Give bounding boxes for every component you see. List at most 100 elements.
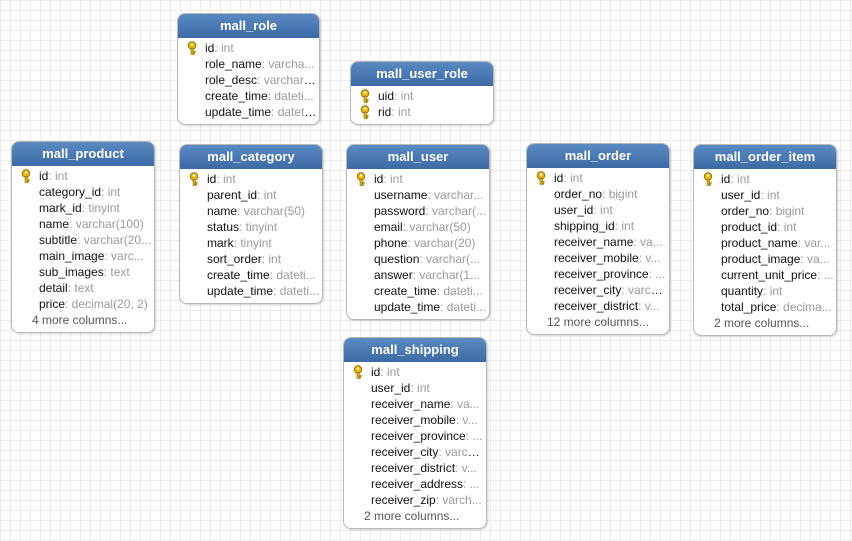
column-row[interactable]: id: int xyxy=(12,168,154,184)
column-type: : varch... xyxy=(438,445,485,459)
column-row[interactable]: id: int xyxy=(347,171,489,187)
column-name: user_id xyxy=(721,188,761,202)
column-row[interactable]: question: varchar(... xyxy=(347,251,489,267)
column-row[interactable]: id: int xyxy=(178,40,319,56)
column-row[interactable]: receiver_city: varch... xyxy=(527,282,669,298)
column-row[interactable]: subtitle: varchar(20... xyxy=(12,232,154,248)
column-row[interactable]: receiver_district: v... xyxy=(344,460,486,476)
column-row[interactable]: password: varchar(... xyxy=(347,203,489,219)
column-row[interactable]: create_time: dateti... xyxy=(178,88,319,104)
column-row[interactable]: receiver_name: va... xyxy=(344,396,486,412)
column-type: : varchar(50) xyxy=(402,220,471,234)
column-row[interactable]: quantity: int xyxy=(694,283,836,299)
column-row[interactable]: role_name: varcha... xyxy=(178,56,319,72)
column-row[interactable]: receiver_city: varch... xyxy=(344,444,486,460)
column-row[interactable]: user_id: int xyxy=(344,380,486,396)
column-row[interactable]: receiver_zip: varch... xyxy=(344,492,486,508)
column-row[interactable]: receiver_name: va... xyxy=(527,234,669,250)
column-row[interactable]: email: varchar(50) xyxy=(347,219,489,235)
column-row[interactable]: name: varchar(50) xyxy=(180,203,322,219)
column-type: : int xyxy=(216,172,236,186)
column-row[interactable]: product_id: int xyxy=(694,219,836,235)
primary-key-icon xyxy=(359,89,371,103)
primary-key-icon xyxy=(186,41,198,55)
more-columns-link[interactable]: 2 more columns... xyxy=(364,509,460,523)
column-name: rid xyxy=(378,105,392,119)
more-columns-link[interactable]: 4 more columns... xyxy=(32,313,128,327)
column-row[interactable]: phone: varchar(20) xyxy=(347,235,489,251)
column-row[interactable]: main_image: varc... xyxy=(12,248,154,264)
column-row[interactable]: update_time: dateti... xyxy=(178,104,319,120)
primary-key-icon xyxy=(702,172,714,186)
column-row[interactable]: rid: int xyxy=(351,104,493,120)
column-type: : v... xyxy=(638,251,661,265)
column-row[interactable]: role_desc: varchar(... xyxy=(178,72,319,88)
column-row[interactable]: receiver_address: ... xyxy=(344,476,486,492)
column-type: : ... xyxy=(463,477,480,491)
column-type: : varchar(20) xyxy=(407,236,476,250)
table-title[interactable]: mall_product xyxy=(12,142,154,166)
table-title[interactable]: mall_user_role xyxy=(351,62,493,86)
column-type: : ... xyxy=(817,268,834,282)
column-row[interactable]: category_id: int xyxy=(12,184,154,200)
column-row[interactable]: id: int xyxy=(180,171,322,187)
column-row[interactable]: user_id: int xyxy=(527,202,669,218)
column-row[interactable]: sub_images: text xyxy=(12,264,154,280)
column-name: receiver_zip xyxy=(371,493,436,507)
column-row[interactable]: uid: int xyxy=(351,88,493,104)
column-name: receiver_province xyxy=(554,267,649,281)
column-row[interactable]: user_id: int xyxy=(694,187,836,203)
column-row[interactable]: order_no: bigint xyxy=(694,203,836,219)
column-row[interactable]: name: varchar(100) xyxy=(12,216,154,232)
table-title[interactable]: mall_order_item xyxy=(694,145,836,169)
more-columns-link[interactable]: 2 more columns... xyxy=(714,316,810,330)
primary-key-icon xyxy=(535,171,547,185)
table-title[interactable]: mall_category xyxy=(180,145,322,169)
table-title[interactable]: mall_user xyxy=(347,145,489,169)
column-row[interactable]: receiver_province: ... xyxy=(527,266,669,282)
column-row[interactable]: total_price: decima... xyxy=(694,299,836,315)
column-row[interactable]: detail: text xyxy=(12,280,154,296)
column-row[interactable]: receiver_mobile: v... xyxy=(527,250,669,266)
more-columns-link[interactable]: 12 more columns... xyxy=(547,315,650,329)
column-row[interactable]: receiver_mobile: v... xyxy=(344,412,486,428)
column-row[interactable]: current_unit_price: ... xyxy=(694,267,836,283)
column-row[interactable]: id: int xyxy=(694,171,836,187)
column-row[interactable]: order_no: bigint xyxy=(527,186,669,202)
table-title[interactable]: mall_role xyxy=(178,14,319,38)
column-row[interactable]: product_image: va... xyxy=(694,251,836,267)
table-title[interactable]: mall_shipping xyxy=(344,338,486,362)
column-row[interactable]: id: int xyxy=(344,364,486,380)
column-name: password xyxy=(374,204,426,218)
column-row[interactable]: create_time: dateti... xyxy=(347,283,489,299)
column-row[interactable]: update_time: dateti... xyxy=(347,299,489,315)
column-row[interactable]: create_time: dateti... xyxy=(180,267,322,283)
column-row[interactable]: mark_id: tinyint xyxy=(12,200,154,216)
column-row[interactable]: price: decimal(20, 2) xyxy=(12,296,154,312)
column-type: : int xyxy=(777,220,797,234)
column-row[interactable]: product_name: var... xyxy=(694,235,836,251)
column-row[interactable]: sort_order: int xyxy=(180,251,322,267)
column-name: name xyxy=(207,204,238,218)
column-row[interactable]: update_time: dateti... xyxy=(180,283,322,299)
column-row[interactable]: answer: varchar(1... xyxy=(347,267,489,283)
column-row[interactable]: receiver_province: ... xyxy=(344,428,486,444)
column-row[interactable]: shipping_id: int xyxy=(527,218,669,234)
column-row[interactable]: mark: tinyint xyxy=(180,235,322,251)
table-title[interactable]: mall_order xyxy=(527,144,669,168)
column-row[interactable]: receiver_district: v... xyxy=(527,298,669,314)
column-row[interactable]: status: tinyint xyxy=(180,219,322,235)
column-name: create_time xyxy=(205,89,268,103)
column-row[interactable]: username: varchar... xyxy=(347,187,489,203)
column-row[interactable]: parent_id: int xyxy=(180,187,322,203)
column-row[interactable]: id: int xyxy=(527,170,669,186)
